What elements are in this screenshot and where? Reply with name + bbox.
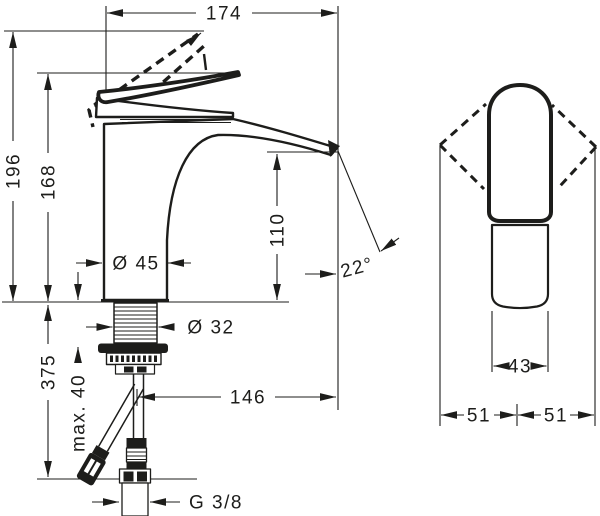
dim-max-counter-thickness: max. 40: [69, 272, 90, 452]
dim-51l-label: 51: [467, 406, 491, 427]
fixing-stud: [114, 363, 156, 375]
dim-43-label: 43: [508, 357, 532, 378]
dim-front-width: 43: [493, 357, 547, 378]
dim-swivel-right: 51: [518, 406, 594, 427]
supply-pipe: [132, 374, 145, 438]
main-view: 174 196 168 110 Ø 45 Ø 32: [2, 4, 400, 516]
lever-raised-tip-mark: [202, 53, 208, 71]
connector-slot-left: [83, 458, 96, 474]
hose-band-upper: [126, 438, 147, 448]
hose-band-lower: [126, 462, 147, 469]
dim-total-height: 196: [4, 32, 25, 301]
dim-168-label: 168: [39, 164, 60, 200]
extension-lines: [4, 6, 238, 480]
body-spout-outline: [102, 117, 339, 302]
dim-overall-depth: 174: [107, 4, 337, 25]
mounting-flange: [98, 343, 168, 353]
dim-swivel-left: 51: [441, 406, 516, 427]
hex-facet-left: [123, 471, 134, 482]
dim-shank-diameter: Ø 32: [86, 318, 234, 339]
g38-nipple: [121, 482, 149, 516]
dim-body-diameter: Ø 45: [76, 254, 191, 275]
angled-hose-connector: [76, 452, 106, 486]
angle-arrow-on-leg: [380, 237, 400, 252]
dim-196-label: 196: [4, 153, 25, 189]
connector-slot-right: [89, 461, 101, 477]
front-extension-lines: [439, 147, 596, 426]
dim-d32-label: Ø 32: [187, 318, 234, 339]
dim-d45-label: Ø 45: [112, 254, 159, 275]
front-handle-outline: [487, 83, 553, 223]
dim-146-label: 146: [230, 388, 266, 409]
dim-max40-label: max. 40: [69, 374, 90, 452]
dim-375-label: 375: [39, 354, 60, 390]
hose-fitting-ribs: [126, 451, 147, 461]
dim-spout-angle: 22°: [305, 150, 400, 283]
front-body-outline: [490, 223, 550, 310]
supply-hose-angled: [76, 383, 144, 486]
dim-spout-reach: 146: [136, 388, 336, 409]
stud-screw-detail: [124, 366, 147, 373]
lever-raised-arrow: [186, 32, 202, 47]
lever-closed: [96, 70, 241, 105]
dim-110-label: 110: [268, 213, 289, 248]
dim-below-counter-length: 375: [39, 305, 60, 477]
front-view: 43 51 51: [438, 83, 598, 427]
cap-seam-lines: [120, 118, 231, 124]
hex-facet-right: [137, 471, 147, 482]
shank-threads: [114, 306, 157, 340]
dim-g38-label: G 3/8: [189, 493, 243, 514]
spout-tip: [328, 140, 340, 157]
dim-height-to-lever: 168: [39, 74, 60, 301]
handle-swivel-range-dashed: [438, 102, 598, 191]
dim-spout-height: 110: [267, 151, 338, 300]
angled-hose-band: [92, 445, 110, 461]
dim-174-label: 174: [206, 4, 242, 25]
dim-connection-thread: G 3/8: [92, 493, 243, 514]
supply-hose-straight: [118, 438, 152, 516]
dim-51r-label: 51: [544, 406, 568, 427]
nut-knurling: [110, 355, 157, 362]
angle-leg-line: [337, 150, 381, 253]
dim-22deg-label: 22°: [339, 254, 377, 283]
